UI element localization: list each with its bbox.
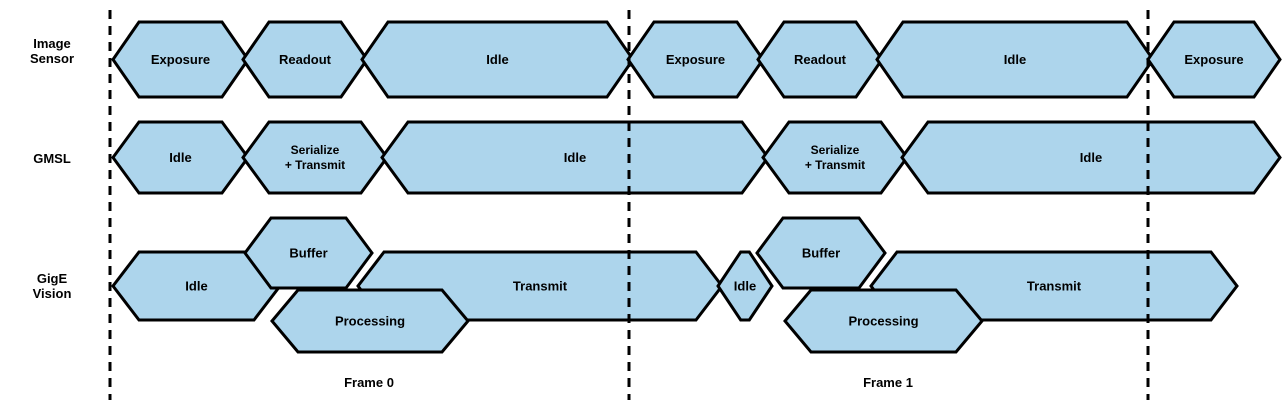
block-shape	[875, 20, 1155, 99]
block-gmsl-1[interactable]: Serialize+ Transmit	[241, 120, 389, 195]
block-image-sensor-0[interactable]: Exposure	[111, 20, 250, 99]
frame-label-1: Frame 1	[863, 375, 913, 390]
block-image-sensor-4[interactable]: Readout	[756, 20, 884, 99]
block-gmsl-4[interactable]: Idle	[900, 120, 1282, 195]
row-label-gmsl: GMSL	[33, 150, 71, 166]
block-gmsl-0[interactable]: Idle	[111, 120, 250, 195]
block-shape	[783, 288, 984, 354]
block-shape	[1146, 20, 1282, 99]
block-shape	[761, 120, 909, 195]
block-shape	[111, 20, 250, 99]
block-shape	[900, 120, 1282, 195]
block-gmsl-2[interactable]: Idle	[380, 120, 770, 195]
row-label-gige-vision: GigE Vision	[32, 271, 72, 301]
block-shape	[111, 120, 250, 195]
block-image-sensor-6[interactable]: Exposure	[1146, 20, 1282, 99]
block-gmsl-3[interactable]: Serialize+ Transmit	[761, 120, 909, 195]
block-gige-vision-1[interactable]: Buffer	[243, 216, 374, 290]
block-shape	[626, 20, 765, 99]
block-image-sensor-2[interactable]: Idle	[360, 20, 635, 99]
block-shape	[241, 120, 389, 195]
block-shape	[380, 120, 770, 195]
block-shape	[243, 216, 374, 290]
block-gige-vision-6[interactable]: Processing	[783, 288, 984, 354]
block-shape	[241, 20, 369, 99]
block-shape	[756, 20, 884, 99]
block-image-sensor-5[interactable]: Idle	[875, 20, 1155, 99]
block-shape	[716, 250, 774, 322]
row-label-image-sensor: Image Sensor	[29, 36, 75, 66]
block-shape	[755, 216, 887, 290]
frame-label-0: Frame 0	[344, 375, 394, 390]
block-image-sensor-3[interactable]: Exposure	[626, 20, 765, 99]
block-shape	[270, 288, 470, 354]
block-gige-vision-2[interactable]: Processing	[270, 288, 470, 354]
block-shape	[360, 20, 635, 99]
block-image-sensor-1[interactable]: Readout	[241, 20, 369, 99]
block-gige-vision-5[interactable]: Buffer	[755, 216, 887, 290]
